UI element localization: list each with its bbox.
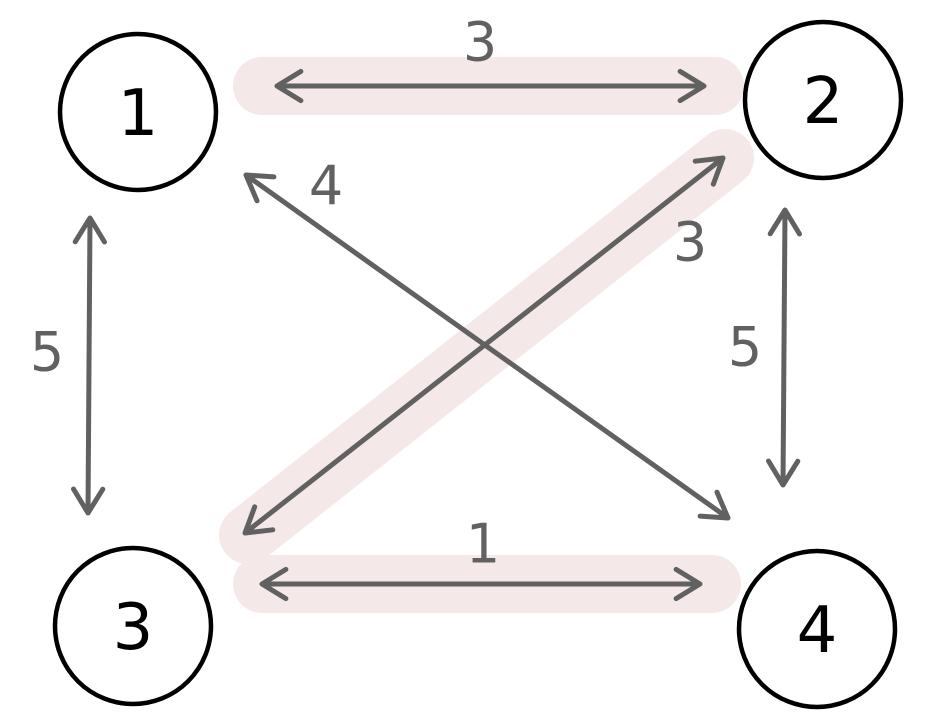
edge-weight-1-2: 3: [463, 11, 497, 74]
node-2-label: 2: [803, 65, 844, 139]
node-layer: 1 2 3 4: [52, 19, 904, 710]
edge-weight-2-4: 5: [728, 316, 762, 379]
node-4-circle: [736, 548, 898, 710]
node-1-label: 1: [118, 77, 159, 151]
edge-arrow-1-3: [71, 215, 107, 516]
edge-layer: [71, 68, 802, 602]
node-3-circle: [52, 545, 214, 707]
edge-arrow-2-3: [242, 155, 726, 536]
edge-arrow-2-4: [766, 207, 802, 488]
edge-arrow-1-2: [274, 68, 707, 104]
edge-arrow-1-4: [243, 172, 731, 521]
node-3-label: 3: [113, 591, 154, 665]
edge-weight-2-3: 3: [673, 211, 707, 274]
edge-weight-1-4: 4: [309, 155, 343, 218]
node-1-circle: [57, 31, 219, 193]
edge-weight-3-4: 1: [466, 513, 500, 576]
node-2-circle: [742, 19, 904, 181]
node-4-label: 4: [797, 594, 838, 668]
edge-weight-1-3: 5: [30, 321, 64, 384]
edge-arrow-3-4: [259, 566, 703, 602]
